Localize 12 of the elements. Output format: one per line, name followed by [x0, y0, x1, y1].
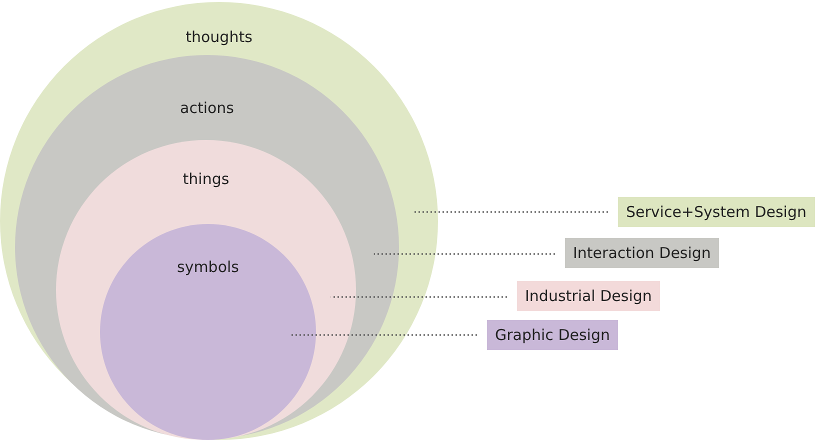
- design-label: Graphic Design: [487, 320, 618, 350]
- circle-label: things: [182, 170, 230, 188]
- circle-label: symbols: [176, 258, 240, 276]
- leader-line: [412, 211, 608, 213]
- leader-line: [290, 334, 477, 336]
- circle-label: thoughts: [184, 28, 254, 46]
- leader-line: [374, 253, 555, 255]
- leader-line: [330, 296, 507, 298]
- design-label: Service+System Design: [618, 197, 814, 227]
- circle-label: actions: [179, 99, 235, 117]
- design-label: Industrial Design: [517, 281, 660, 311]
- design-label: Interaction Design: [565, 238, 719, 268]
